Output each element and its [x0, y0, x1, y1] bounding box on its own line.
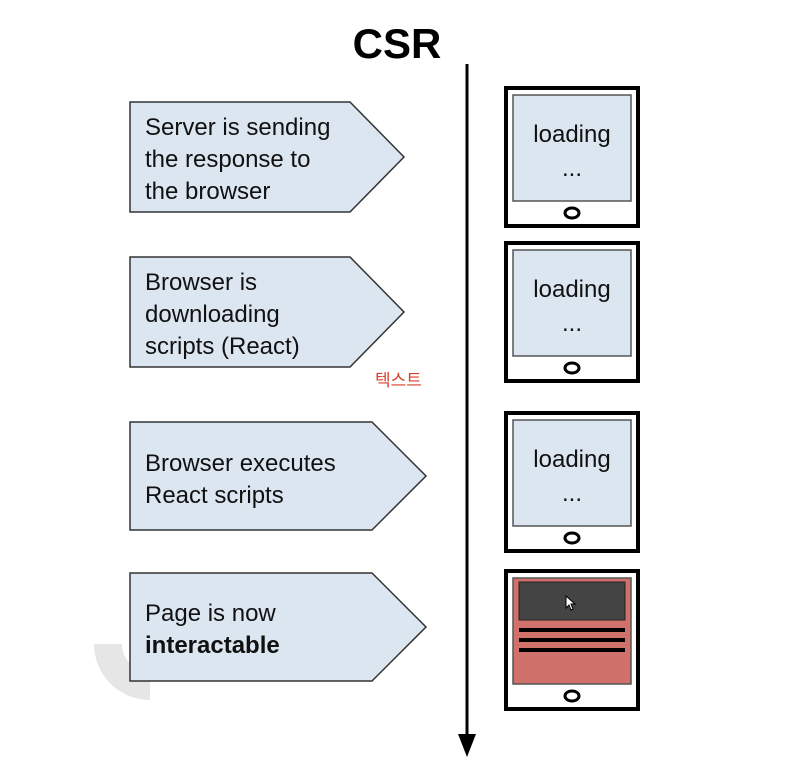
device-1-status: loading	[533, 121, 610, 148]
step-2-line-3: scripts (React)	[145, 333, 300, 360]
step-1-label: Server is sending the response to the br…	[145, 114, 337, 205]
device-3-screen	[512, 419, 632, 527]
step-1-line-1: Server is sending	[145, 114, 330, 141]
step-3-arrow-shape	[129, 421, 428, 531]
timeline-arrowhead	[458, 734, 476, 757]
step-3-label: Browser executes React scripts	[145, 450, 342, 509]
device-3-ellipsis: ...	[562, 480, 582, 507]
device-3-status: loading	[533, 446, 610, 473]
device-1-home-button	[563, 206, 581, 220]
device-1: loading ...	[504, 86, 640, 228]
step-2-label: Browser is downloading scripts (React)	[145, 269, 300, 360]
decorative-arc	[94, 644, 150, 700]
step-4-arrow-shape	[129, 572, 428, 682]
device-2-screen	[512, 249, 632, 357]
step-4-line-bold: interactable	[145, 632, 280, 659]
device-2-ellipsis: ...	[562, 310, 582, 337]
device-1-screen	[512, 94, 632, 202]
device-4-home-button	[563, 689, 581, 703]
step-3-line-2: React scripts	[145, 482, 284, 509]
device-2: loading ...	[504, 241, 640, 383]
device-3: loading ...	[504, 411, 640, 553]
device-2-status: loading	[533, 276, 610, 303]
annotation-text: 텍스트	[375, 371, 422, 390]
step-3-line-1: Browser executes	[145, 450, 336, 477]
device-2-home-button	[563, 361, 581, 375]
step-1-line-2: the response to	[145, 146, 310, 173]
device-4	[504, 569, 640, 711]
cursor-icon	[565, 594, 577, 611]
step-1-line-3: the browser	[145, 178, 270, 205]
step-4-label: Page is now interactable	[145, 600, 282, 659]
step-4-line-plain: Page is now	[145, 600, 276, 627]
step-1-arrow-shape	[129, 101, 406, 213]
diagram-title: CSR	[353, 20, 442, 67]
device-3-home-button	[563, 531, 581, 545]
device-1-ellipsis: ...	[562, 155, 582, 182]
step-2-line-2: downloading	[145, 301, 280, 328]
step-2-arrow-shape	[129, 256, 406, 368]
step-2-line-1: Browser is	[145, 269, 257, 296]
